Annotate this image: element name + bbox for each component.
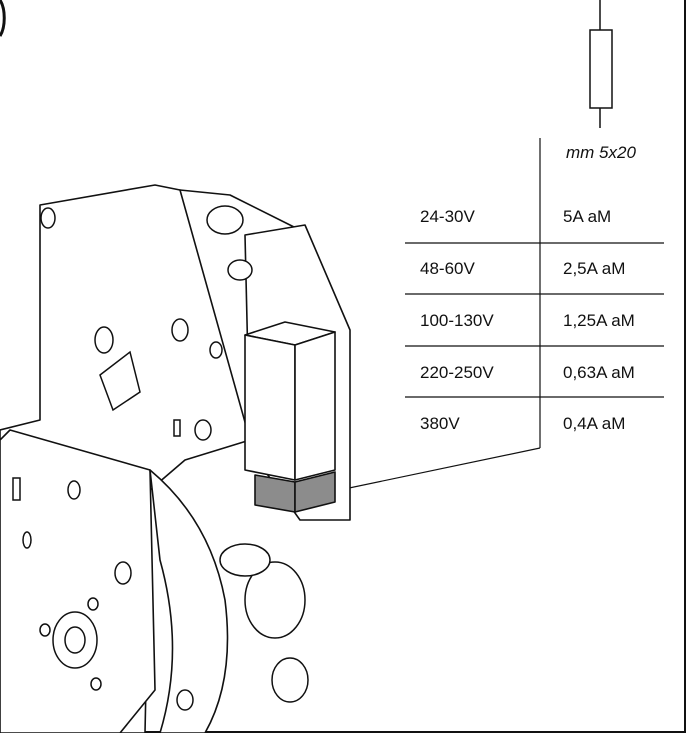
table-voltage-380: 380V [420, 414, 460, 433]
table-voltage-100-130: 100-130V [420, 311, 494, 330]
callout-circle-fragment [0, 0, 6, 37]
fuse-holder [244, 321, 336, 513]
table-rating-0-63a: 0,63A aM [563, 363, 635, 382]
table-rating-0-4a: 0,4A aM [563, 414, 626, 433]
plate-details [12, 205, 309, 711]
leader-line [329, 447, 541, 493]
table-rating-2-5a: 2,5A aM [563, 259, 626, 278]
fuse-size-label: mm 5x20 [566, 143, 636, 162]
table-rating-1-25a: 1,25A aM [563, 311, 635, 330]
fuse-symbol [589, 0, 613, 128]
table-voltage-220-250: 220-250V [420, 363, 494, 382]
table-voltage-48-60: 48-60V [420, 259, 475, 278]
table-rating-5a: 5A aM [563, 207, 612, 226]
table-voltage-24-30: 24-30V [420, 207, 475, 226]
